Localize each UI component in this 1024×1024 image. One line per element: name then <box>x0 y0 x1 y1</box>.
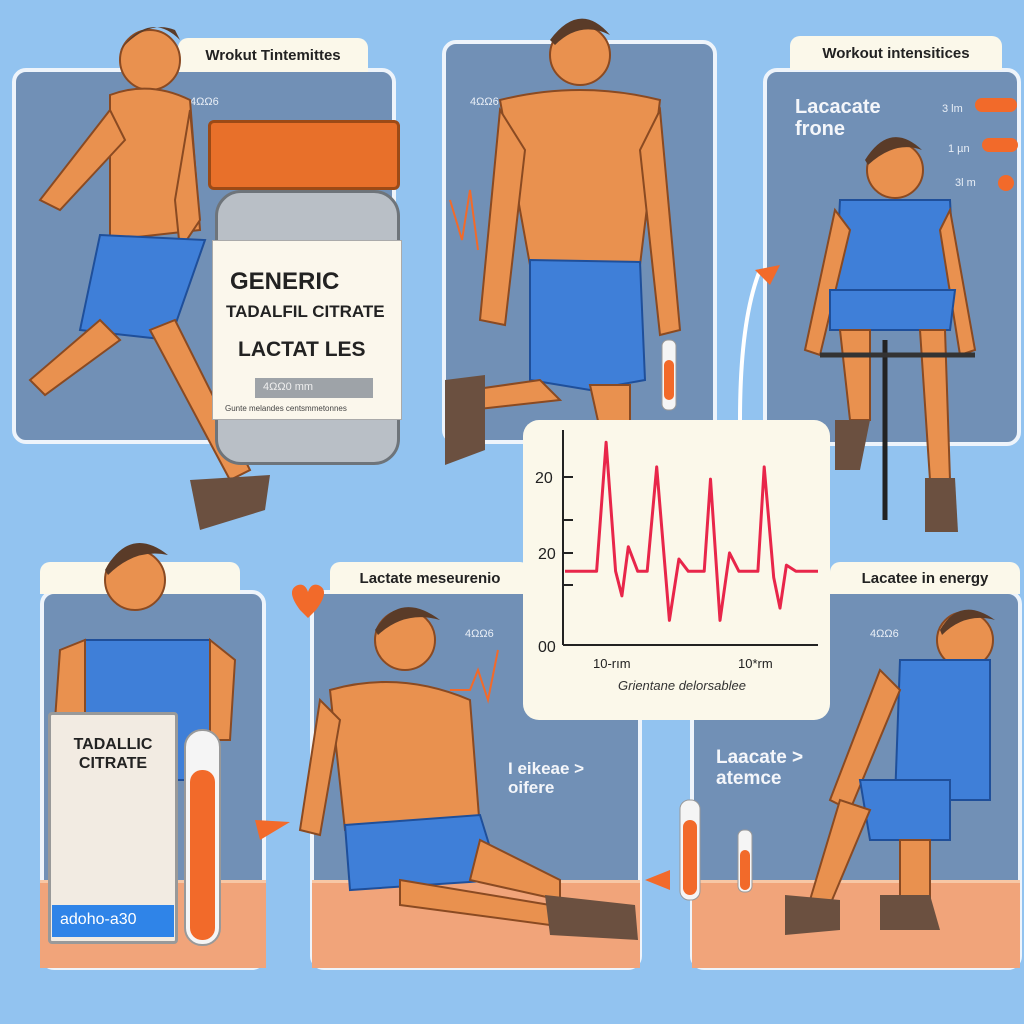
panel-tag: 4ΩΩ6 <box>470 96 499 108</box>
panel-label: Laacate > atemce <box>716 747 804 789</box>
bottle-text-lactate: LACTAT LES <box>238 338 366 361</box>
level-label: 3 lm <box>942 103 963 115</box>
dumbbell-icon <box>982 138 1018 152</box>
panel-label: Lacacate frone <box>795 96 881 140</box>
level-label: 1 µn <box>948 143 970 155</box>
bottle-fineprint: Gunte melandes centsmmetonnes <box>225 404 347 413</box>
x-tick-label: 10*rm <box>738 656 773 671</box>
panel-tag: 4ΩΩ6 <box>190 96 219 108</box>
x-tick-label: 10-rım <box>593 656 631 671</box>
bottle-dosage: 4ΩΩ0 mm <box>255 378 373 398</box>
track-floor <box>692 880 1020 968</box>
bottle-text-drug: TADALFIL CITRATE <box>226 302 385 321</box>
level-label: 3l m <box>955 177 976 189</box>
y-tick-label: 20 <box>535 470 553 487</box>
panel-tab-title: Lacatee in energy <box>830 562 1020 594</box>
panel-tab-title: Wrokut Tintemittes <box>178 38 368 72</box>
panel-tab-title: Lactate meseurenio <box>330 562 530 594</box>
box-title: TADALLIC CITRATE <box>73 736 153 773</box>
dumbbell-icon <box>975 98 1017 112</box>
panel-label: I eikeae > oifere <box>508 759 585 797</box>
panel-tag: 4ΩΩ6 <box>870 628 899 640</box>
panel-tag: 4ΩΩ6 <box>465 628 494 640</box>
bottle-text-generic: GENERIC <box>230 268 340 295</box>
lactate-chart: 20 20 00 10-rım 10*rm Grientane delorsab… <box>535 430 818 693</box>
panel-tab-title: Workout intensitices <box>790 36 1002 70</box>
bottle-cap <box>208 120 400 190</box>
y-tick-label: 00 <box>538 639 556 656</box>
y-tick-label: 20 <box>538 546 556 563</box>
box-code: adoho-a30 <box>52 905 174 937</box>
lactate-trace <box>565 440 818 622</box>
x-axis-label: Grientane delorsablee <box>618 678 746 693</box>
dot-icon <box>998 175 1014 191</box>
